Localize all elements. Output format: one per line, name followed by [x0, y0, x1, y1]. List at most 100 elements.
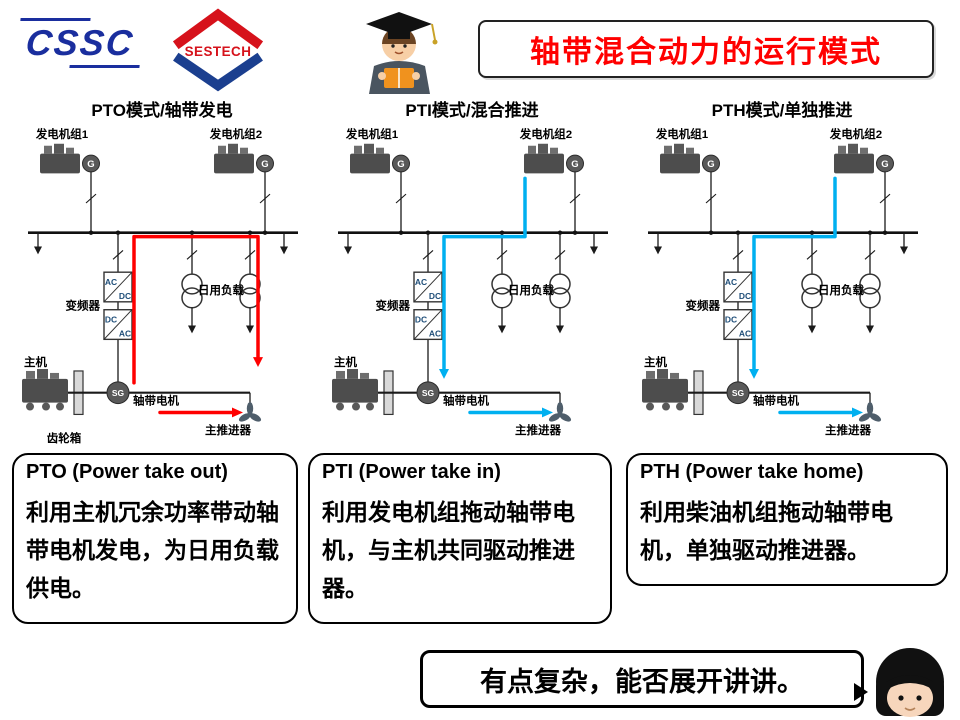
propeller-icon [238, 392, 262, 422]
shaft-motor-symbol [726, 381, 750, 405]
flow-arrowhead-icon [542, 407, 553, 418]
gearbox-label: 齿轮箱 [47, 431, 82, 445]
generator-feeders [85, 171, 271, 233]
generator-feeders [395, 171, 581, 233]
pto-column: PTO模式/轴带发电 发电机组1 发电机组2 G G [12, 100, 312, 455]
converter-dc-label: DC [725, 315, 737, 325]
load-branch-2 [549, 232, 571, 334]
pth-note: PTH (Power take home) 利用柴油机组拖动轴带电机，单独驱动推… [626, 453, 948, 586]
cssc-logo-text: CSSC [23, 22, 137, 63]
sestech-chevron-icon [173, 52, 263, 92]
pti-diagram: 发电机组1 发电机组2 G G [332, 127, 608, 437]
genset1-icon [660, 143, 700, 174]
genset2-icon [214, 143, 254, 174]
genset1-icon [350, 143, 390, 174]
converter-ac-label: AC [725, 277, 737, 287]
genset2-icon [524, 143, 564, 174]
pto-note-body: 利用主机冗余功率带动轴带电机发电，为日用负载供电。 [26, 499, 279, 601]
inverter-label: 变频器 [376, 299, 411, 313]
gen2-label: 发电机组2 [209, 127, 262, 141]
sestech-roof-icon [172, 8, 264, 50]
converter-branch [112, 232, 124, 382]
converter-ac-label: AC [119, 328, 131, 338]
converter-ac-label: AC [739, 328, 751, 338]
load-label: 日用负载 [198, 283, 245, 297]
slide-title-box: 轴带混合动力的运行模式 [478, 20, 934, 78]
gen1-label: 发电机组1 [345, 127, 399, 141]
flow-arrowhead-icon [749, 368, 759, 379]
shaft-motor-label: 轴带电机 [133, 394, 180, 408]
slide-title: 轴带混合动力的运行模式 [530, 36, 882, 69]
converter-ac-label: AC [415, 277, 427, 287]
pth-column: PTH模式/单独推进 发电机组1 发电机组2 G G [632, 100, 932, 455]
inverter-label: 变频器 [686, 299, 721, 313]
pto-diagram-title: PTO模式/轴带发电 [91, 101, 233, 120]
converter-inverter-box: DC AC [723, 309, 753, 341]
gen2-label: 发电机组2 [829, 127, 882, 141]
converter-branch [422, 232, 434, 382]
inverter-label: 变频器 [66, 299, 101, 313]
flow-arrowhead-icon [232, 407, 243, 418]
load-branch-1 [801, 232, 823, 334]
main-engine-label: 主机 [644, 355, 668, 369]
load-label: 日用负载 [818, 283, 865, 297]
generator2-g-label: G [261, 159, 268, 170]
generator1-g-label: G [397, 159, 404, 170]
main-engine-icon [332, 368, 378, 411]
pti-note: PTI (Power take in) 利用发电机组拖动轴带电机，与主机共同驱动… [308, 453, 612, 624]
shaft-motor-symbol [106, 381, 130, 405]
propeller-icon [858, 392, 882, 422]
speech-bubble: 有点复杂，能否展开讲讲。 [420, 650, 868, 708]
gen1-label: 发电机组1 [655, 127, 709, 141]
pto-note-title: PTO (Power take out) [26, 461, 228, 483]
sg-label: SG [112, 388, 125, 398]
converter-inverter-box: DC AC [103, 309, 133, 341]
pto-diagram: 发电机组1 发电机组2 G G [22, 127, 298, 445]
cssc-logo-bar [20, 18, 91, 21]
shaft-motor-label: 轴带电机 [443, 394, 490, 408]
sg-label: SG [732, 388, 745, 398]
main-engine-label: 主机 [24, 355, 48, 369]
cssc-logo-bar [69, 65, 140, 68]
spare-feeders [34, 232, 288, 255]
generator1-g-label: G [707, 159, 714, 170]
sestech-logo-text: SESTECH [185, 44, 252, 59]
flow-arrowhead-icon [253, 357, 263, 368]
flow-arrowhead-icon [439, 368, 449, 379]
pti-column: PTI模式/混合推进 发电机组1 发电机组2 G G [322, 100, 622, 455]
main-engine-label: 主机 [334, 355, 358, 369]
pth-diagram-title: PTH模式/单独推进 [711, 101, 853, 120]
pth-diagram: 发电机组1 发电机组2 G G [642, 127, 918, 437]
converter-dc-label: DC [119, 291, 131, 301]
power-flow-arrows [439, 176, 553, 418]
genset1-icon [40, 143, 80, 174]
converter-rectifier-box: AC DC [413, 271, 443, 303]
load-branch-2 [859, 232, 881, 334]
spare-feeders [344, 232, 598, 255]
pti-diagram-title: PTI模式/混合推进 [405, 101, 539, 120]
load-branch-2 [239, 232, 261, 334]
converter-dc-label: DC [415, 315, 427, 325]
load-label: 日用负载 [508, 283, 555, 297]
propeller-icon [548, 392, 572, 422]
speech-bubble-text: 有点复杂，能否展开讲讲。 [480, 666, 804, 697]
propeller-label: 主推进器 [825, 423, 872, 437]
generator2-g-label: G [571, 159, 578, 170]
shaft-motor-symbol [416, 381, 440, 405]
sg-label: SG [422, 388, 435, 398]
generator-feeders [705, 171, 891, 233]
load-branch-1 [491, 232, 513, 334]
pti-note-body: 利用发电机组拖动轴带电机，与主机共同驱动推进器。 [322, 499, 575, 601]
generator2-g-label: G [881, 159, 888, 170]
generator1-g-label: G [87, 159, 94, 170]
converter-rectifier-box: AC DC [723, 271, 753, 303]
gen1-label: 发电机组1 [35, 127, 89, 141]
sestech-logo: SESTECH [172, 8, 264, 92]
converter-ac-label: AC [429, 328, 441, 338]
converter-dc-label: DC [105, 315, 117, 325]
main-engine-icon [22, 368, 68, 411]
converter-branch [732, 232, 744, 382]
pto-note: PTO (Power take out) 利用主机冗余功率带动轴带电机发电，为日… [12, 453, 298, 624]
load-branch-1 [181, 232, 203, 334]
